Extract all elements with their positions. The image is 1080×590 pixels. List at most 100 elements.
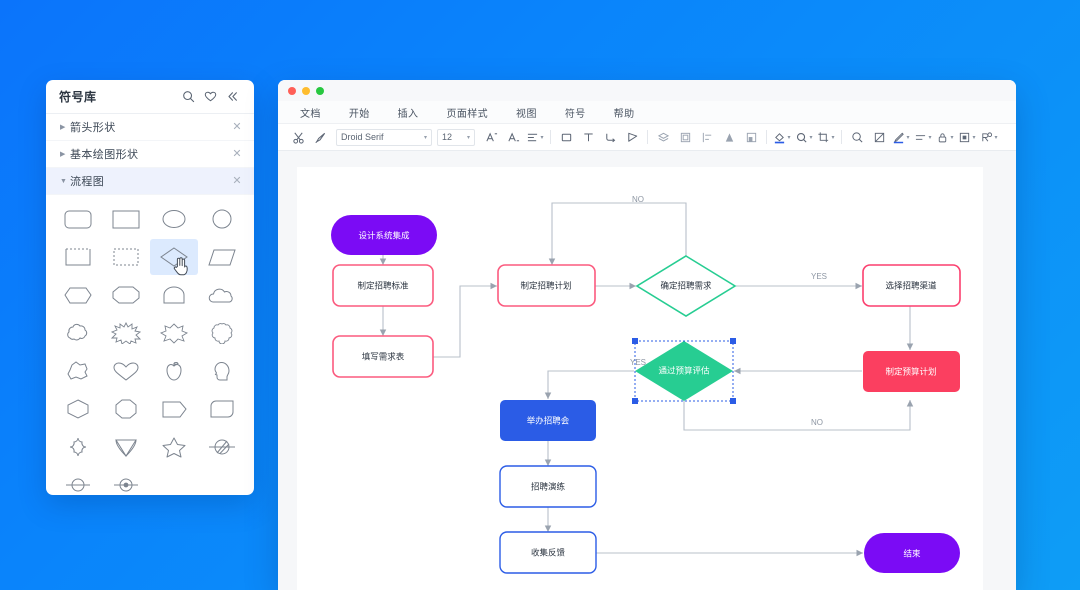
cloud-shape[interactable]	[198, 277, 246, 313]
shape-icon[interactable]	[555, 126, 577, 148]
zoom-icon[interactable]	[846, 126, 868, 148]
menu-item-insert[interactable]: 插入	[397, 108, 419, 120]
connector-icon[interactable]	[599, 126, 621, 148]
resize-handle-se	[730, 398, 736, 404]
font-family-select[interactable]: Droid Serif ▾	[336, 128, 432, 146]
rotate-icon[interactable]	[978, 126, 1000, 148]
node-recruit-plan[interactable]: 制定招聘计划	[497, 264, 596, 307]
frame-icon[interactable]	[956, 126, 978, 148]
dashed-open-top-shape[interactable]	[54, 239, 102, 275]
pen-icon[interactable]	[890, 126, 912, 148]
ellipse-shape[interactable]	[150, 201, 198, 237]
resistor-symbol[interactable]	[54, 467, 102, 495]
menu-item-home[interactable]: 开始	[348, 108, 370, 120]
folded-corner-shape[interactable]	[198, 391, 246, 427]
flowchart-svg[interactable]: 设计系统集成 制定招聘标准 填写需求表 制定招聘计划	[297, 167, 983, 590]
diamond-gem-shape[interactable]	[102, 429, 150, 465]
close-icon[interactable]: ✕	[232, 147, 242, 160]
pennant-shape[interactable]	[150, 391, 198, 427]
node-hold-job-fair[interactable]: 举办招聘会	[500, 400, 596, 441]
menu-item-page-style[interactable]: 页面样式	[446, 108, 489, 120]
heart-icon[interactable]	[199, 86, 221, 108]
text-icon[interactable]	[577, 126, 599, 148]
node-select-channel[interactable]: 选择招聘渠道	[862, 264, 961, 307]
format-painter-icon[interactable]	[309, 126, 331, 148]
dashed-rectangle-shape[interactable]	[102, 239, 150, 275]
increase-font-size-icon[interactable]	[480, 126, 502, 148]
category-basic-shapes[interactable]: ▶ 基本绘图形状 ✕	[46, 141, 254, 168]
selection-box[interactable]	[632, 338, 736, 404]
arch-shape[interactable]	[150, 277, 198, 313]
apple-shape[interactable]	[150, 353, 198, 389]
menu-item-help[interactable]: 帮助	[613, 108, 635, 120]
fit-page-icon[interactable]	[868, 126, 890, 148]
parallelogram-shape[interactable]	[198, 239, 246, 275]
fill-color-icon[interactable]	[771, 126, 793, 148]
node-start[interactable]: 设计系统集成	[331, 215, 437, 255]
symbol-library-panel: 符号库 ▶ 箭头形状 ✕ ▶ 基本绘图形	[46, 80, 254, 495]
collapse-left-icon[interactable]	[221, 86, 243, 108]
node-confirm-demand[interactable]: 确定招聘需求	[635, 255, 737, 317]
category-flowchart[interactable]: ▼ 流程图 ✕	[46, 168, 254, 195]
group-icon[interactable]	[674, 126, 696, 148]
node-recruit-standard[interactable]: 制定招聘标准	[332, 264, 434, 307]
pointer-icon[interactable]	[621, 126, 643, 148]
menu-item-view[interactable]: 视图	[516, 108, 537, 120]
quatrefoil-shape[interactable]	[54, 429, 102, 465]
distribute-icon[interactable]	[696, 126, 718, 148]
rounded-rectangle-shape[interactable]	[54, 201, 102, 237]
layout-icon[interactable]	[740, 126, 762, 148]
category-arrow-shapes[interactable]: ▶ 箭头形状 ✕	[46, 114, 254, 141]
head-profile-shape[interactable]	[198, 353, 246, 389]
explosion-shape[interactable]	[150, 315, 198, 351]
canvas-area[interactable]: 设计系统集成 制定招聘标准 填写需求表 制定招聘计划	[278, 151, 1016, 590]
blob-shape[interactable]	[54, 353, 102, 389]
align-icon[interactable]	[524, 126, 546, 148]
crop-icon[interactable]	[815, 126, 837, 148]
cloud-outline-shape[interactable]	[54, 315, 102, 351]
node-symbol[interactable]	[102, 467, 150, 495]
node-end[interactable]: 结束	[864, 533, 960, 573]
scalloped-circle-shape[interactable]	[198, 315, 246, 351]
font-size-select[interactable]: 12 ▾	[437, 128, 475, 146]
close-icon[interactable]: ✕	[232, 174, 242, 187]
window-titlebar	[278, 80, 1016, 101]
node-budget-plan[interactable]: 制定预算计划	[863, 351, 960, 392]
hatched-circle-shape[interactable]	[198, 429, 246, 465]
octagon-shape[interactable]	[102, 391, 150, 427]
symbol-library-header: 符号库	[46, 80, 254, 114]
node-collect-feedback[interactable]: 收集反馈	[499, 531, 597, 574]
decrease-font-size-icon[interactable]	[502, 126, 524, 148]
edge-label-yes-1: YES	[811, 272, 827, 281]
close-window-button[interactable]	[288, 86, 296, 95]
diagram-page[interactable]: 设计系统集成 制定招聘标准 填写需求表 制定招聘计划	[297, 167, 983, 590]
node-requirement-form[interactable]: 填写需求表	[332, 335, 434, 378]
shape-grid-empty	[150, 467, 198, 495]
hexagon-flat-shape[interactable]	[54, 277, 102, 313]
menu-item-document[interactable]: 文档	[300, 108, 321, 120]
layers-icon[interactable]	[652, 126, 674, 148]
rectangle-shape[interactable]	[102, 201, 150, 237]
diamond-shape[interactable]	[150, 239, 198, 276]
search-icon[interactable]	[177, 86, 199, 108]
starburst-shape[interactable]	[102, 315, 150, 351]
line-style-icon[interactable]	[912, 126, 934, 148]
star-shape[interactable]	[150, 429, 198, 465]
maximize-window-button[interactable]	[316, 86, 324, 95]
circle-shape[interactable]	[198, 201, 246, 237]
menu-item-symbol[interactable]: 符号	[564, 108, 586, 120]
chevron-down-icon: ▾	[423, 134, 427, 141]
flip-icon[interactable]	[718, 126, 740, 148]
octagon-wide-shape[interactable]	[102, 277, 150, 313]
hexagon-shape[interactable]	[54, 391, 102, 427]
lock-icon[interactable]	[934, 126, 956, 148]
node-pass-budget-evaluation[interactable]: 通过预算评估	[632, 338, 736, 404]
edge-label-no-2: NO	[811, 418, 823, 427]
close-icon[interactable]: ✕	[232, 120, 242, 133]
cut-icon[interactable]	[287, 126, 309, 148]
heart-shape[interactable]	[102, 353, 150, 389]
minimize-window-button[interactable]	[302, 86, 310, 95]
node-recruit-drill[interactable]: 招聘演练	[499, 465, 597, 508]
line-color-icon[interactable]	[793, 126, 815, 148]
